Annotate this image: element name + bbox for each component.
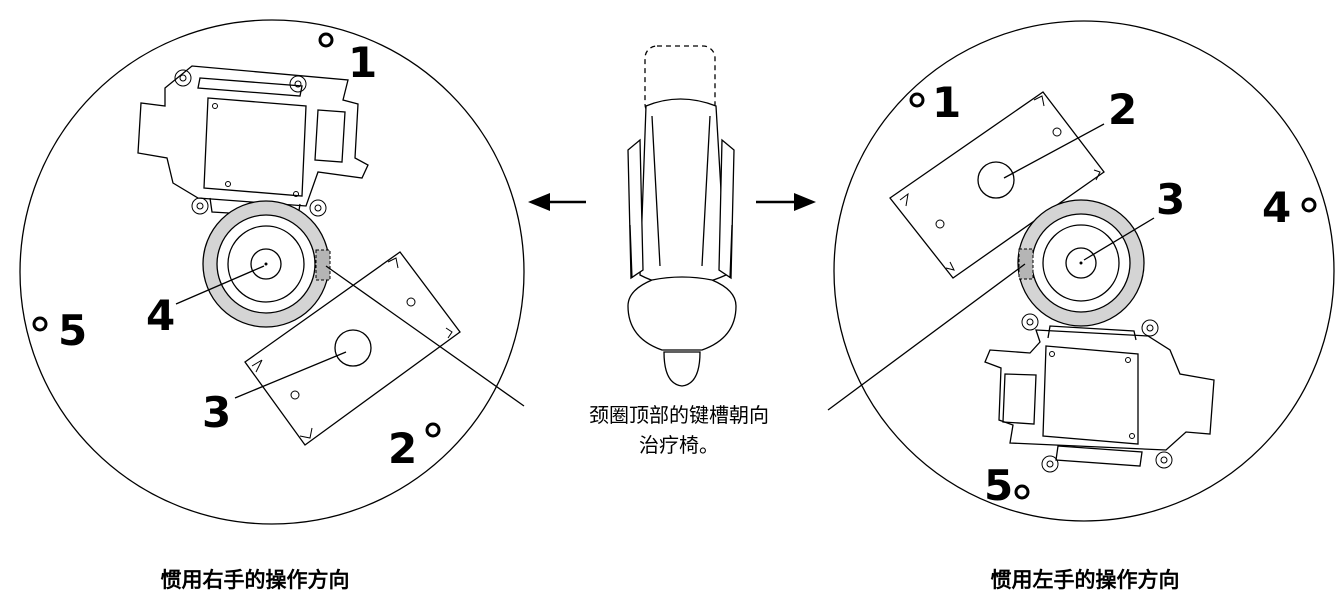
left-callout-2: 2	[388, 424, 417, 473]
center-note-line-1: 颈圈顶部的键槽朝向	[589, 403, 769, 427]
left-hole-5	[32, 316, 48, 332]
left-orientation-panel: 1 2 3 4 5 惯用右手的操作方向	[19, 19, 525, 592]
right-collar-keyslot	[1018, 248, 1034, 280]
treatment-chair	[627, 45, 737, 387]
right-callout-5: 5	[984, 461, 1013, 510]
left-callout-3: 3	[202, 388, 231, 437]
left-mounting-plate	[244, 251, 461, 446]
right-base-circle	[833, 20, 1335, 522]
right-callout-1: 1	[932, 78, 961, 127]
left-panel-caption: 惯用右手的操作方向	[161, 568, 350, 592]
right-collar	[1017, 199, 1145, 327]
right-control-unit	[984, 313, 1215, 473]
left-collar	[202, 200, 331, 328]
left-callout-5: 5	[58, 306, 87, 355]
left-callout-4: 4	[146, 291, 175, 340]
arrow-left	[528, 193, 586, 211]
right-mounting-plate	[889, 91, 1105, 279]
right-orientation-panel: 1 2 3 4 5 惯用左手的操作方向	[827, 20, 1335, 592]
left-base-circle	[19, 19, 525, 525]
right-callout-4: 4	[1262, 183, 1291, 232]
right-callout-2: 2	[1108, 85, 1137, 134]
right-hole-1	[909, 92, 925, 108]
center-note-line-2: 治疗椅。	[639, 433, 719, 457]
left-control-unit	[137, 65, 369, 218]
arrow-right	[756, 193, 816, 211]
right-callout-3: 3	[1156, 175, 1185, 224]
left-hole-2	[425, 422, 441, 438]
right-hole-5	[1014, 484, 1030, 500]
left-hole-1	[318, 32, 334, 48]
left-collar-keyslot	[315, 249, 331, 281]
left-callout-1: 1	[348, 38, 377, 87]
right-hole-4	[1301, 197, 1317, 213]
right-panel-caption: 惯用左手的操作方向	[991, 568, 1180, 592]
